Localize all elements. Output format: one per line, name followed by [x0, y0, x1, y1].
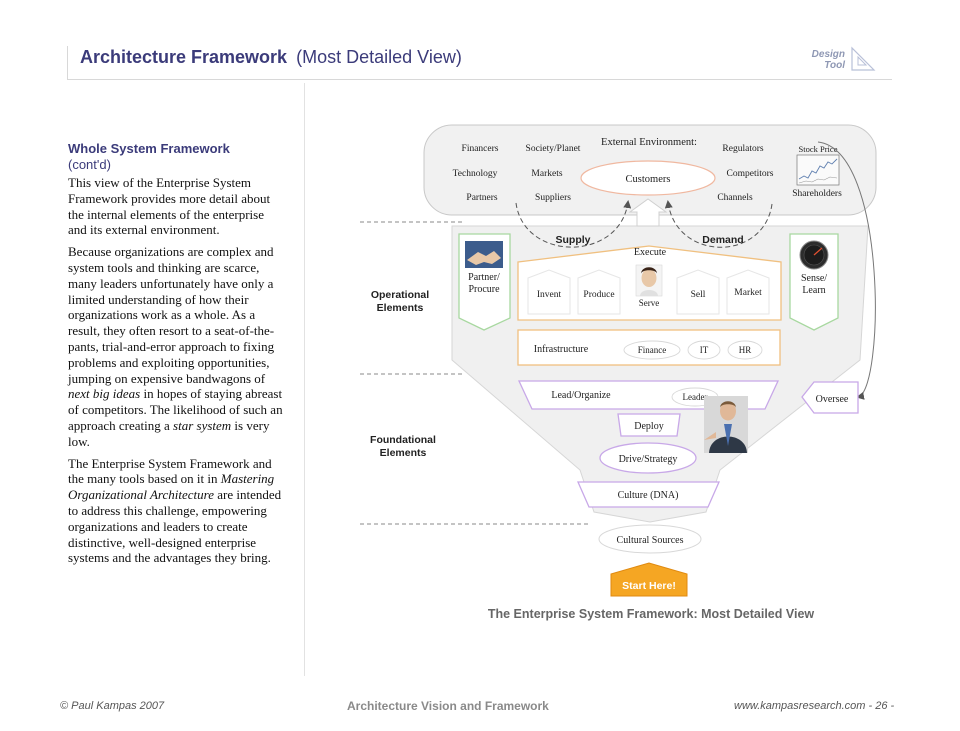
invent-box [527, 269, 571, 315]
leader-photo-icon [704, 396, 748, 453]
oversee-box [801, 381, 859, 414]
label-hr: HR [739, 345, 752, 355]
label-operational-1: Operational [371, 289, 429, 301]
label-leader: Leader [683, 392, 708, 402]
sell-box [676, 269, 720, 315]
drive-strategy-node [599, 442, 697, 474]
label-execute: Execute [634, 247, 667, 258]
label-competitors: Competitors [727, 169, 774, 179]
label-oversee: Oversee [816, 394, 849, 405]
page-title-main: Architecture Framework [80, 47, 288, 67]
label-serve: Serve [639, 298, 660, 308]
label-shareholders: Shareholders [792, 189, 842, 199]
label-regulators: Regulators [722, 144, 763, 154]
label-demand: Demand [702, 234, 743, 246]
it-node [687, 340, 721, 360]
header-divider-vertical [67, 46, 68, 79]
market-box [726, 269, 770, 315]
design-tool-line2: Tool [824, 60, 845, 71]
design-tool-label: Design Tool [795, 49, 845, 71]
left-panel: Whole System Framework (cont'd) This vie… [68, 141, 286, 572]
label-market: Market [734, 288, 762, 298]
paragraph-2: Because organizations are complex and sy… [68, 244, 283, 449]
gauge-icon [799, 240, 829, 270]
label-invent: Invent [537, 290, 562, 300]
label-start-here: Start Here! [622, 580, 676, 592]
label-operational-2: Elements [377, 302, 424, 314]
label-foundational-1: Foundational [370, 434, 436, 446]
deploy-box [617, 413, 681, 437]
finance-node [623, 340, 681, 360]
footer-copyright: © Paul Kampas 2007 [60, 700, 165, 712]
section-subheading: (cont'd) [68, 157, 111, 172]
label-cultural-sources: Cultural Sources [617, 535, 684, 546]
paragraph-3: The Enterprise System Framework and the … [68, 455, 282, 566]
label-drive-strategy: Drive/Strategy [619, 454, 678, 465]
header-divider [67, 79, 892, 80]
up-arrow-icon [628, 198, 668, 227]
label-partner-procure-1: Partner/ [468, 272, 500, 283]
handshake-icon [465, 241, 503, 268]
label-infrastructure: Infrastructure [534, 344, 589, 355]
label-sense-learn-2: Learn [802, 285, 825, 296]
hr-node [727, 340, 763, 360]
supply-flow-arrow [515, 200, 632, 248]
label-finance: Finance [638, 345, 667, 355]
label-stock-price: Stock Price [799, 144, 838, 154]
design-tool-line1: Design [811, 49, 845, 60]
demand-flow-arrow [664, 200, 773, 248]
page-title: Architecture Framework (Most Detailed Vi… [80, 47, 462, 68]
cultural-sources-node [598, 524, 702, 554]
label-deploy: Deploy [634, 421, 663, 432]
diagram-caption: The Enterprise System Framework: Most De… [488, 607, 815, 621]
serve-person-icon [635, 264, 663, 297]
label-partners: Partners [466, 193, 497, 203]
footer-center-title: Architecture Vision and Framework [347, 699, 549, 713]
label-markets: Markets [531, 169, 562, 179]
produce-box [577, 269, 621, 315]
label-supply: Supply [555, 234, 590, 246]
culture-dna-box [577, 481, 720, 508]
label-technology: Technology [453, 169, 498, 179]
page-title-sub: (Most Detailed View) [296, 47, 462, 67]
label-produce: Produce [583, 290, 614, 300]
label-sell: Sell [691, 290, 706, 300]
oversee-feedback-arrow [817, 141, 876, 400]
label-society-planet: Society/Planet [526, 144, 581, 154]
label-sense-learn-1: Sense/ [801, 273, 827, 284]
label-financers: Financers [462, 144, 499, 154]
label-it: IT [700, 345, 709, 355]
external-environment-title: External Environment: [601, 137, 697, 148]
label-channels: Channels [717, 193, 753, 203]
paragraph-1: This view of the Enterprise System Frame… [68, 175, 271, 238]
label-culture-dna: Culture (DNA) [618, 490, 679, 501]
section-heading: Whole System Framework [68, 141, 230, 156]
start-here-button[interactable] [610, 562, 688, 597]
column-divider [304, 83, 305, 676]
customers-node [580, 160, 716, 196]
stock-chart-icon [796, 154, 840, 186]
footer-url-page[interactable]: www.kampasresearch.com - 26 - [734, 700, 895, 712]
label-lead-organize: Lead/Organize [551, 390, 611, 401]
label-foundational-2: Elements [380, 447, 427, 459]
set-square-icon [851, 46, 876, 71]
label-suppliers: Suppliers [535, 193, 571, 203]
label-partner-procure-2: Procure [468, 284, 500, 295]
label-customers: Customers [626, 174, 671, 185]
